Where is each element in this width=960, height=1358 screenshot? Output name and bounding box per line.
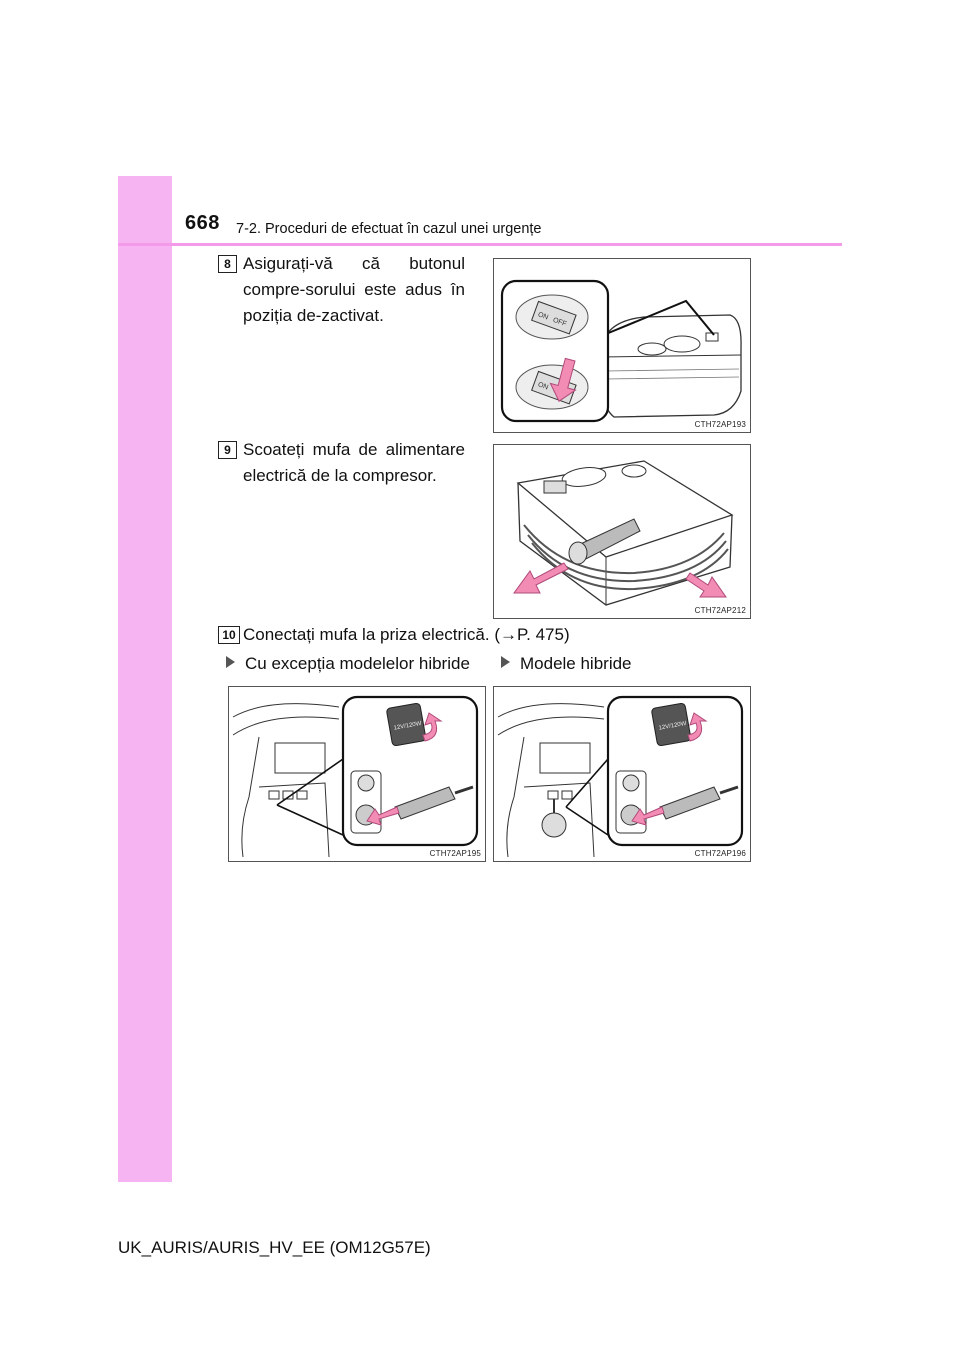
page-number: 668 xyxy=(185,212,220,234)
step-10-badge: 10 xyxy=(218,626,240,644)
bullet-triangle-icon xyxy=(226,656,235,668)
figure-code: CTH72AP212 xyxy=(694,606,746,615)
variant-hybrid-text: Modele hibride xyxy=(520,654,632,673)
variant-non-hybrid-text: Cu excepția modelelor hibride xyxy=(245,654,470,673)
chapter-sidebar-tab xyxy=(118,176,172,1182)
compressor-plug-illustration xyxy=(513,460,734,606)
figure-socket-hybrid: 12V/120W CTH72AP196 xyxy=(493,686,751,862)
socket-label-text: 12V/120W xyxy=(658,721,687,732)
step-9-text: Scoateți mufa de alimentare electrică de… xyxy=(243,440,465,485)
step-9-badge: 9 xyxy=(218,441,237,459)
step-8-badge: 8 xyxy=(218,255,237,273)
figure-code: CTH72AP195 xyxy=(429,849,481,858)
figure-socket-non-hybrid: 12V/120W CTH72AP195 xyxy=(228,686,486,862)
section-title: 7-2. Proceduri de efectuat în cazul unei… xyxy=(236,221,542,237)
socket-non-hybrid-illustration: 12V/120W xyxy=(232,695,479,858)
compressor-switch-illustration: ON OFF ON OFF xyxy=(500,279,742,423)
variant-non-hybrid-label: Cu excepția modelelor hibride xyxy=(226,654,470,674)
figure-code: CTH72AP196 xyxy=(694,849,746,858)
step-10-text: Conectați mufa la priza electrică. (→P. … xyxy=(243,625,570,644)
bullet-triangle-icon xyxy=(501,656,510,668)
document-id-footer: UK_AURIS/AURIS_HV_EE (OM12G57E) xyxy=(118,1238,431,1257)
variant-hybrid-label: Modele hibride xyxy=(501,654,632,674)
figure-compressor-plug: CTH72AP212 xyxy=(493,444,751,619)
header-rule xyxy=(118,243,842,246)
switch-on-text: ON xyxy=(537,311,549,321)
step-8-text: Asigurați-vă că butonul compre-sorului e… xyxy=(243,254,465,325)
switch-off-text: OFF xyxy=(552,317,568,328)
socket-label-text: 12V/120W xyxy=(393,721,422,732)
socket-hybrid-illustration: 12V/120W xyxy=(497,695,744,858)
switch-on-text-2: ON xyxy=(537,381,549,391)
figure-code: CTH72AP193 xyxy=(694,420,746,429)
figure-compressor-switch: ON OFF ON OFF CTH72AP193 xyxy=(493,258,751,433)
